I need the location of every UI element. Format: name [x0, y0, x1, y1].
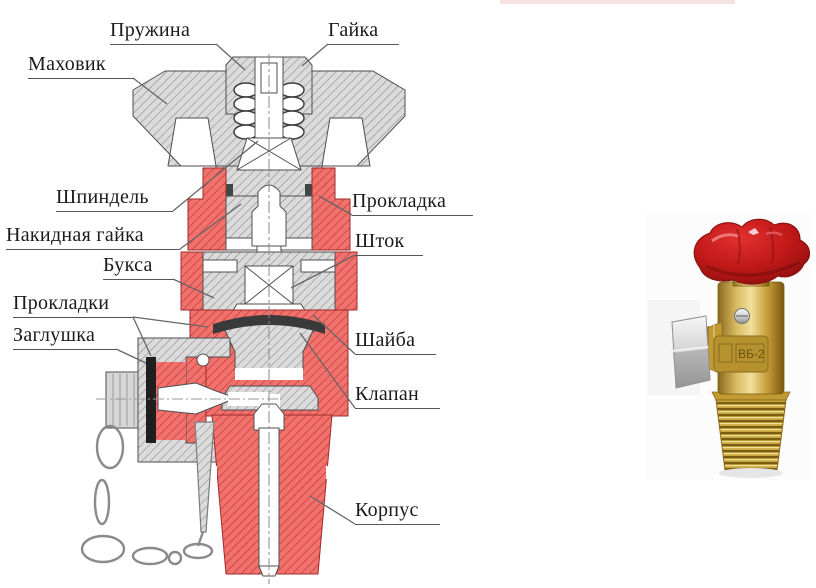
knurled-cap	[105, 371, 139, 429]
cropped-top-strip	[500, 0, 735, 4]
plug-gasket	[146, 357, 156, 443]
washer-part	[213, 315, 325, 334]
spring-part	[233, 82, 305, 140]
chain	[80, 421, 215, 566]
valve-photo: ВБ-2	[645, 212, 813, 480]
outlet-channel	[96, 382, 282, 415]
label-gaskets: Прокладки	[13, 291, 133, 318]
label-spindle: Шпиндель	[56, 185, 173, 212]
photo-screw	[734, 308, 750, 324]
label-nut: Гайка	[328, 18, 399, 45]
cross-section-diagram	[80, 54, 406, 584]
label-stem: Шток	[355, 229, 423, 256]
photo-stamp-plate: ВБ-2	[713, 335, 769, 373]
label-union-nut: Накидная гайка	[6, 223, 180, 250]
label-handwheel: Маховик	[28, 52, 133, 79]
label-bushing: Букса	[103, 253, 173, 280]
label-washer: Шайба	[355, 328, 436, 355]
photo-threaded-tail	[711, 391, 791, 478]
label-body: Корпус	[355, 498, 440, 525]
photo-shadow	[719, 468, 783, 478]
label-plug: Заглушка	[13, 323, 116, 350]
leader-lines	[115, 43, 356, 525]
label-valve: Клапан	[355, 382, 440, 409]
photo-stamp-text: ВБ-2	[738, 347, 765, 361]
label-spring: Пружина	[110, 18, 216, 45]
photo-handwheel	[693, 218, 810, 287]
label-gasket: Прокладка	[352, 189, 473, 216]
